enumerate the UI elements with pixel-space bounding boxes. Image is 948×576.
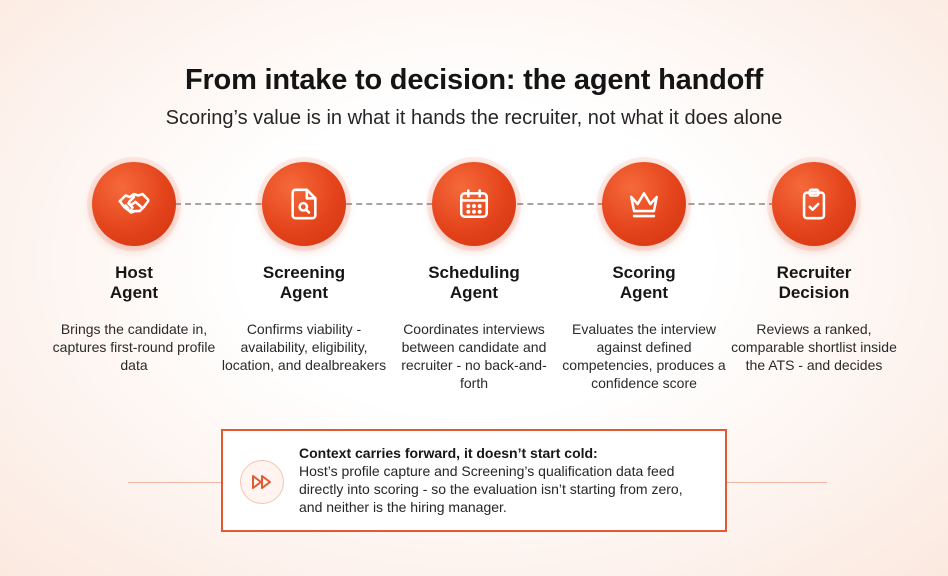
calendar-icon xyxy=(459,189,489,219)
step-icon-circle xyxy=(92,162,176,246)
step-description: Evaluates the interview against defined … xyxy=(562,321,726,391)
step-description: Confirms viability - availability, eligi… xyxy=(221,321,387,373)
callout-line-left xyxy=(128,482,221,483)
step-title: Screening Agent xyxy=(262,263,346,302)
step-icon-circle xyxy=(772,162,856,246)
step-title: Recruiter Decision xyxy=(776,263,852,302)
step-title: Host Agent xyxy=(109,263,159,302)
step-scoring-agent: Scoring Agent Evaluates the interview ag… xyxy=(549,162,739,392)
callout-body: Host’s profile capture and Screening’s q… xyxy=(299,463,683,515)
step-title: Scoring Agent xyxy=(612,263,676,302)
step-screening-agent: Screening Agent Confirms viability - ava… xyxy=(209,162,399,374)
context-callout: Context carries forward, it doesn’t star… xyxy=(221,429,727,532)
step-icon-circle xyxy=(432,162,516,246)
page-title: From intake to decision: the agent hando… xyxy=(184,64,764,96)
step-description: Reviews a ranked, comparable shortlist i… xyxy=(731,321,897,373)
callout-heading: Context carries forward, it doesn’t star… xyxy=(299,445,598,461)
step-description: Brings the candidate in, captures first-… xyxy=(52,321,216,373)
step-description: Coordinates interviews between candidate… xyxy=(401,321,547,391)
step-scheduling-agent: Scheduling Agent Coordinates interviews … xyxy=(379,162,569,392)
document-search-icon xyxy=(291,188,317,220)
crown-icon xyxy=(629,192,659,218)
handshake-icon xyxy=(118,192,150,214)
callout-icon-circle xyxy=(240,460,284,504)
callout-line-right xyxy=(727,482,827,483)
step-recruiter-decision: Recruiter Decision Reviews a ranked, com… xyxy=(719,162,909,374)
step-icon-circle xyxy=(262,162,346,246)
callout-text: Context carries forward, it doesn’t star… xyxy=(299,444,709,516)
step-host-agent: Host Agent Brings the candidate in, capt… xyxy=(39,162,229,374)
step-title: Scheduling Agent xyxy=(428,263,520,302)
fast-forward-icon xyxy=(252,475,271,489)
page-subtitle: Scoring’s value is in what it hands the … xyxy=(165,107,783,129)
clipboard-check-icon xyxy=(802,188,826,220)
step-icon-circle xyxy=(602,162,686,246)
